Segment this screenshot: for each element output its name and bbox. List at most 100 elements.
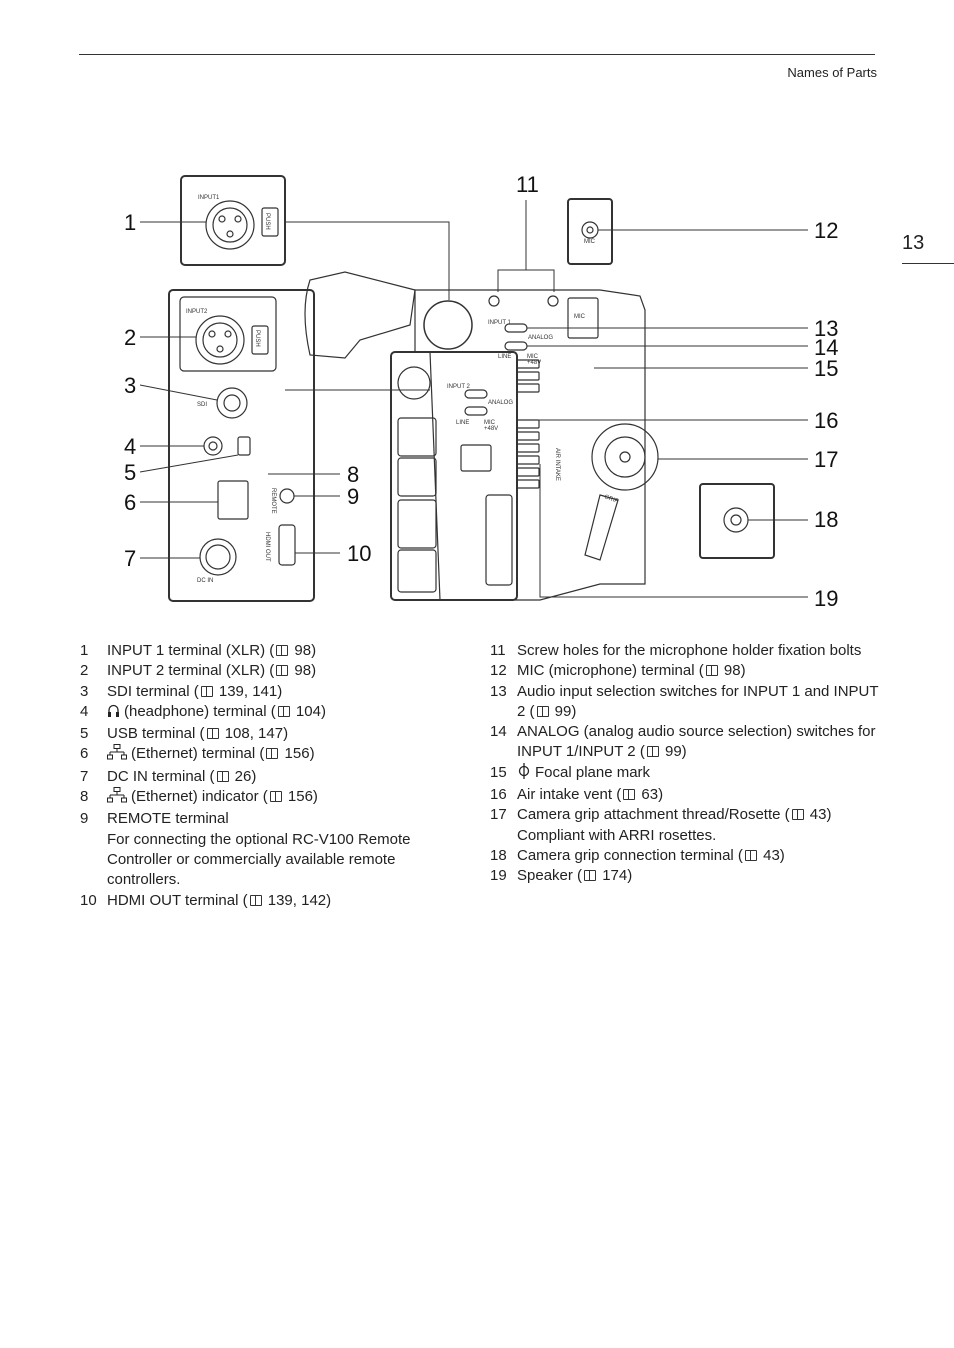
book-icon	[744, 849, 757, 861]
page-number-rule	[902, 263, 954, 264]
label-line-1: LINE	[498, 354, 511, 360]
xlr-input2	[195, 315, 245, 365]
callout-16: 16	[814, 408, 838, 433]
book-icon	[266, 748, 279, 760]
grip-terminal-detail-box	[699, 483, 775, 559]
page-reference: 156)	[283, 788, 318, 806]
item-number: 10	[80, 891, 97, 909]
label-input2-small: INPUT 2	[447, 384, 471, 390]
section-title: Names of Parts	[787, 65, 877, 80]
parts-list-left: 1 INPUT 1 terminal (XLR) ( 98) 2 INPUT 2 te…	[80, 641, 452, 911]
page-reference: 98)	[290, 662, 317, 680]
item-text: INPUT 1 terminal (XLR) ( 98)	[107, 641, 452, 661]
callout-17: 17	[814, 447, 838, 472]
analog-switch-2	[464, 406, 488, 416]
page-reference: 139, 142)	[263, 891, 332, 909]
item-label: (Ethernet) indicator (	[131, 788, 268, 806]
callout-4: 4	[124, 434, 136, 459]
item-number: 9	[80, 810, 89, 828]
list-item: 4(headphone) terminal ( 104)	[80, 702, 452, 724]
label-analog-2: ANALOG	[488, 400, 513, 406]
label-mic: MIC	[584, 239, 596, 245]
item-number: 1	[80, 642, 89, 659]
item-text: (Ethernet) indicator ( 156)	[107, 787, 452, 809]
label-input2: INPUT2	[186, 309, 208, 315]
label-analog-1: ANALOG	[528, 335, 553, 341]
item-number: 15	[490, 763, 507, 781]
item-text: ANALOG (analog audio source selection) s…	[517, 722, 882, 763]
item-label: SDI terminal (	[107, 682, 199, 700]
item-number: 2	[80, 662, 89, 680]
item-text: Audio input selection switches for INPUT…	[517, 682, 882, 723]
label-sdi: SDI	[197, 402, 207, 408]
input2-switch	[464, 389, 488, 399]
label-48v-2: +48V	[484, 426, 498, 432]
item-label: ANALOG (analog audio source selection) s…	[517, 723, 876, 761]
callout-19: 19	[814, 586, 838, 608]
page-reference: 99)	[660, 743, 687, 761]
item-number: 8	[80, 788, 89, 806]
item-label: REMOTE terminal	[107, 810, 229, 828]
headphone-jack	[203, 436, 223, 456]
grip-connection-terminal	[723, 507, 749, 533]
book-icon	[646, 746, 659, 758]
item-label: USB terminal (	[107, 725, 205, 743]
item-text: Speaker ( 174)	[517, 866, 882, 886]
item-text: Camera grip connection terminal ( 43)	[517, 846, 882, 866]
item-number: 14	[490, 723, 507, 741]
item-label: Camera grip connection terminal (	[517, 846, 743, 864]
list-item: 8 (Ethernet) indicator ( 156)	[80, 787, 452, 809]
callout-18: 18	[814, 507, 838, 532]
item-number: 5	[80, 725, 89, 743]
callout-9: 9	[347, 484, 359, 509]
callout-11: 11	[516, 172, 539, 197]
item-text: HDMI OUT terminal ( 139, 142)	[107, 891, 452, 911]
page-reference: 98)	[290, 642, 317, 659]
input1-detail-box	[180, 175, 286, 266]
camera-diagram: INPUT1 INPUT2 SDI DC IN REMOTE HDMI OUT …	[124, 172, 838, 608]
item-text: Focal plane mark	[517, 762, 882, 785]
list-item: 2 INPUT 2 terminal (XLR) ( 98)	[80, 661, 452, 681]
xlr-input1	[205, 200, 255, 250]
label-line-2: LINE	[456, 420, 469, 426]
label-air-intake: AIR INTAKE	[554, 448, 560, 481]
item-label: Air intake vent (	[517, 786, 622, 804]
air-intake-vent	[516, 359, 540, 489]
label-push-1: PUSH	[264, 213, 270, 230]
list-item: 6(Ethernet) terminal ( 156)	[80, 744, 452, 766]
book-icon	[216, 770, 229, 782]
page-reference: 26)	[230, 767, 257, 785]
page-reference: 43)	[758, 846, 785, 864]
book-icon	[623, 789, 636, 801]
callout-1: 1	[124, 210, 136, 235]
ethernet-port	[217, 480, 249, 520]
label-mic-body: MIC	[574, 314, 586, 320]
callout-10: 10	[347, 541, 371, 566]
screw-hole-right	[547, 295, 559, 307]
item-label: Speaker (	[517, 867, 583, 885]
page-reference: 63)	[637, 786, 664, 804]
focal-plane-icon	[517, 762, 531, 785]
book-icon	[705, 665, 718, 677]
speaker-grille	[460, 444, 492, 472]
item-text: USB terminal ( 108, 147)	[107, 724, 452, 744]
headphone-icon	[107, 704, 120, 724]
callout-6: 6	[124, 490, 136, 515]
book-icon	[276, 645, 289, 656]
book-icon	[206, 728, 219, 740]
item-label: (Ethernet) terminal (	[131, 745, 265, 763]
item-text: MIC (microphone) terminal ( 98)	[517, 661, 882, 681]
book-icon	[277, 705, 290, 717]
item-text: Screw holes for the microphone holder fi…	[517, 641, 882, 661]
grip-arm	[584, 494, 619, 561]
callout-7: 7	[124, 546, 136, 571]
callout-14: 14	[814, 335, 838, 360]
mic-detail-box	[567, 198, 613, 265]
item-text: SDI terminal ( 139, 141)	[107, 682, 452, 702]
callout-8: 8	[347, 462, 359, 487]
item-text: INPUT 2 terminal (XLR) ( 98)	[107, 661, 452, 681]
